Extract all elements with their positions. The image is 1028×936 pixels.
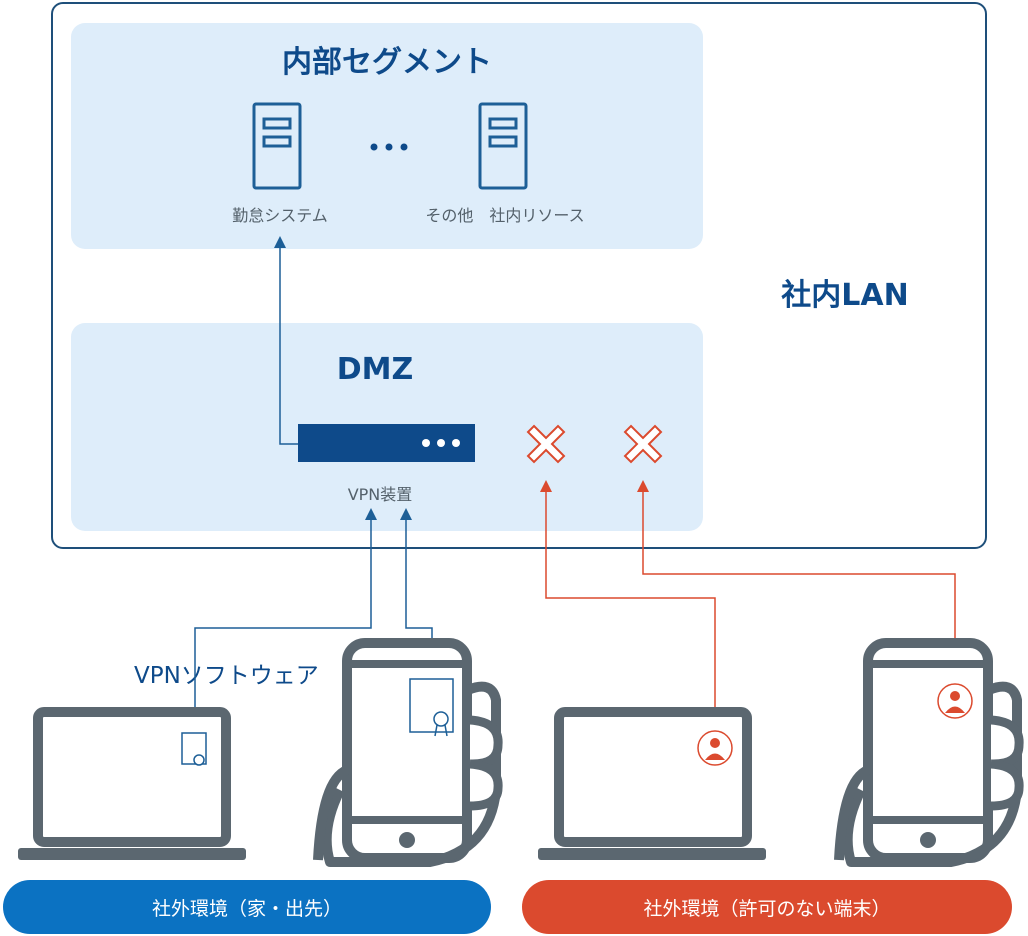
internal-segment: 内部セグメント [71, 23, 703, 249]
server-icon [252, 102, 302, 190]
server-icon [478, 102, 528, 190]
laptop-icon [538, 707, 766, 860]
other-resources-label: その他 社内リソース [425, 206, 585, 225]
arrow-head [274, 236, 286, 248]
x-mark-icon [526, 424, 566, 464]
ellipsis-icon [370, 143, 408, 151]
arrow-head [400, 508, 412, 520]
lan-label: 社内LAN [781, 278, 909, 313]
home-environment-badge: 社外環境（家・出先） [3, 880, 491, 934]
vpn-software-label: VPNソフトウェア [134, 663, 319, 689]
smartphone-icon [313, 638, 503, 867]
dmz-title: DMZ [336, 352, 414, 387]
arrow-head [637, 480, 649, 492]
arrow-head [540, 480, 552, 492]
certificate-icon [181, 732, 207, 766]
x-mark-icon [623, 424, 663, 464]
unauthorized-environment-badge: 社外環境（許可のない端末） [522, 880, 1012, 934]
connection-line [279, 240, 298, 445]
user-icon [697, 730, 733, 766]
arrow-head [365, 508, 377, 520]
smartphone-icon [834, 638, 1024, 867]
blocked-connection-line [642, 488, 956, 684]
vpn-device-label: VPN装置 [347, 485, 413, 504]
corporate-lan-frame [51, 2, 987, 549]
attendance-system-label: 勤怠システム [232, 206, 328, 225]
blocked-connection-line [545, 488, 716, 733]
internal-segment-title: 内部セグメント [282, 45, 492, 80]
laptop-icon [18, 707, 246, 860]
unauthorized-environment-label: 社外環境（許可のない端末） [643, 897, 891, 920]
connection-line [194, 515, 372, 740]
home-environment-label: 社外環境（家・出先） [151, 897, 342, 920]
vpn-device-icon [298, 424, 475, 462]
user-icon [937, 683, 973, 719]
certificate-icon [409, 678, 454, 737]
